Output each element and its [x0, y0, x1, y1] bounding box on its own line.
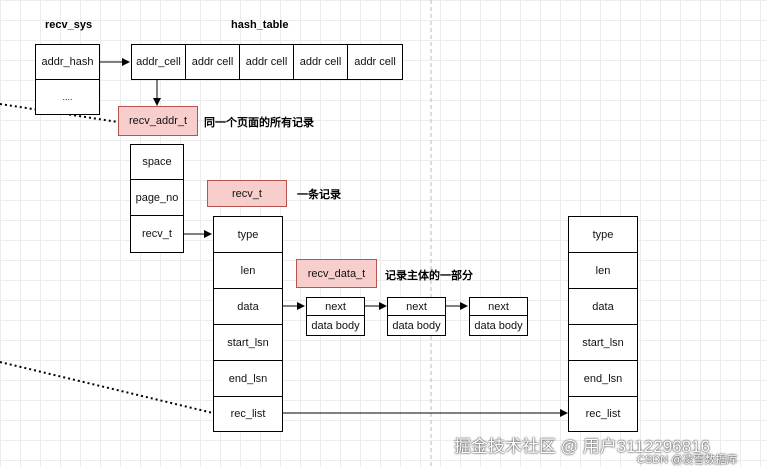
recv-addr-t-label: recv_addr_t: [118, 106, 198, 136]
chunk-data-body: data body: [469, 315, 528, 336]
hash-table-cell: addr cell: [239, 44, 294, 80]
recv-addr-t-recv-t: recv_t: [130, 215, 184, 253]
recv-addr-t-space: space: [130, 144, 184, 180]
chunk-next: next: [469, 297, 528, 316]
chunk-data-body: data body: [306, 315, 365, 336]
chunk-next: next: [306, 297, 365, 316]
recv-addr-t-page-no: page_no: [130, 179, 184, 216]
chunk-data-body: data body: [387, 315, 446, 336]
recv-t-right-rec-list: rec_list: [568, 396, 638, 432]
recv-t-start-lsn: start_lsn: [213, 324, 283, 361]
recv-t-right-end-lsn: end_lsn: [568, 360, 638, 397]
hash-table-cell: addr cell: [347, 44, 403, 80]
chunk-next: next: [387, 297, 446, 316]
recv-t-right-len: len: [568, 252, 638, 289]
recv-sys-ellipsis: ....: [35, 79, 100, 115]
recv-t-label: recv_t: [207, 180, 287, 207]
recv-sys-addr-hash: addr_hash: [35, 44, 100, 80]
hash-table-cell: addr cell: [293, 44, 348, 80]
recv-t-end-lsn: end_lsn: [213, 360, 283, 397]
hash-table-title: hash_table: [231, 19, 289, 31]
recv-t-right-type: type: [568, 216, 638, 253]
recv-addr-t-note: 同一个页面的所有记录: [204, 117, 314, 129]
recv-t-type: type: [213, 216, 283, 253]
recv-data-t-note: 记录主体的一部分: [385, 270, 473, 282]
hash-table-cell: addr_cell: [131, 44, 186, 80]
recv-t-data: data: [213, 288, 283, 325]
recv-t-rec-list: rec_list: [213, 396, 283, 432]
watermark-sub: CSDN @凌雪数据库: [637, 454, 738, 466]
recv-t-len: len: [213, 252, 283, 289]
recv-data-t-label: recv_data_t: [296, 259, 377, 288]
watermark-main: 掘金技术社区 @ 用户3112296816: [454, 437, 710, 456]
hash-table-cell: addr cell: [185, 44, 240, 80]
recv-t-note: 一条记录: [297, 189, 341, 201]
recv-t-right-data: data: [568, 288, 638, 325]
recv-sys-title: recv_sys: [45, 19, 93, 31]
dotted-connector-bottom: [0, 361, 214, 414]
recv-t-right-start-lsn: start_lsn: [568, 324, 638, 361]
